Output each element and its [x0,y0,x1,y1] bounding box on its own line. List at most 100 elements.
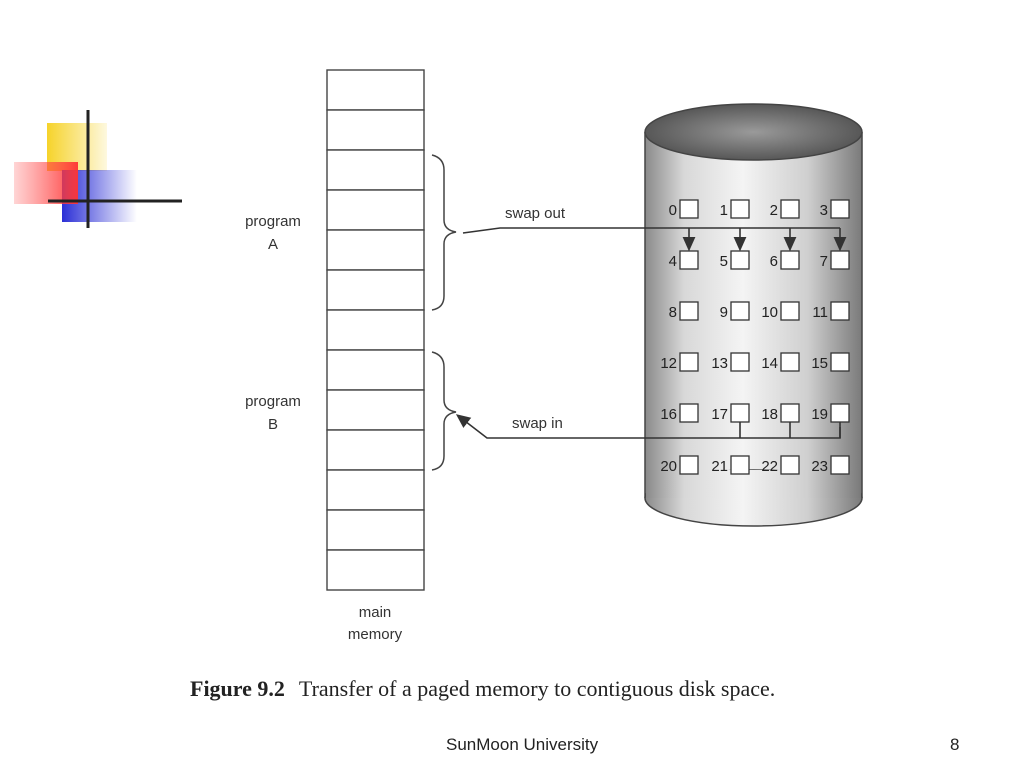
disk-block: 15 [811,352,850,372]
disk-block-box [780,199,800,219]
disk-block-box [830,455,850,475]
disk-block-number: 14 [761,355,778,372]
disk-block: 10 [761,301,800,321]
disk-block-box [679,301,699,321]
disk-block-box [679,352,699,372]
disk-block-number: 19 [811,406,828,423]
disk-block-number: 13 [711,355,728,372]
page-number: 8 [950,735,960,754]
memory-frame [326,189,425,231]
disk-block: 8 [669,301,699,321]
footer-institution: SunMoon University [446,735,599,754]
disk-block-box [780,403,800,423]
disk-block-box [830,199,850,219]
swap-out-drop-arrows [682,228,847,252]
disk-block-number: 5 [720,253,728,270]
disk-block: 13 [711,352,750,372]
disk-block: 11 [812,301,850,321]
memory-frame [326,69,425,111]
disk-block-number: 9 [720,304,728,321]
disk-block-number: 0 [669,202,677,219]
disk-block: 21 [711,455,750,475]
memory-frame [326,429,425,471]
disk-block-number: 6 [770,253,778,270]
memory-frame [326,549,425,591]
disk-block-box [730,352,750,372]
disk-block-box [730,403,750,423]
memory-frame [326,269,425,311]
disk-block-number: 7 [820,253,828,270]
disk-block: 0 [669,199,699,219]
disk-block-box [679,199,699,219]
disk-block-box [730,250,750,270]
swap-out-label: swap out [505,205,566,222]
program-a-label: program [245,213,301,230]
program-b-label: program [245,393,301,410]
figure-caption: Figure 9.2 Transfer of a paged memory to … [190,676,950,702]
memory-frame [326,389,425,431]
program-a-letter: A [268,236,278,253]
disk-block-box [780,352,800,372]
disk-block-number: 1 [720,202,728,219]
disk-block-number: 16 [660,406,677,423]
figure-caption-text: Transfer of a paged memory to contiguous… [298,676,776,701]
disk-block-number: 17 [711,406,728,423]
figure-number: Figure 9.2 [190,676,285,701]
memory-frame [326,469,425,511]
disk-block: 23 [811,455,850,475]
disk-block-number: 10 [761,304,778,321]
disk-block-number: 15 [811,355,828,372]
disk-block-box [830,301,850,321]
disk-block: 12 [660,352,699,372]
disk-cylinder [644,103,863,527]
swap-in-label: swap in [512,415,563,432]
disk-block-box [679,250,699,270]
disk-block: 19 [811,403,850,423]
memory-frame [326,229,425,271]
disk-block-box [730,301,750,321]
disk-block: 22 [761,455,800,475]
main-memory-label: main [359,604,392,621]
swap-out-arrow [462,227,840,234]
disk-block-box [830,403,850,423]
disk-block-number: 23 [811,458,828,475]
program-b-brace [431,351,457,471]
disk-block-number: 8 [669,304,677,321]
disk-block: 4 [669,250,699,270]
disk-block: 7 [820,250,850,270]
program-a-brace [431,154,457,311]
disk-block-box [830,250,850,270]
disk-block-number: 12 [660,355,677,372]
disk-block-number: 21 [711,458,728,475]
disk-block-number: 20 [660,458,677,475]
disk-block: 6 [770,250,800,270]
decorative-logo-icon [14,110,182,228]
disk-block-number: 4 [669,253,677,270]
disk-block-number: 3 [820,202,828,219]
memory-frame [326,149,425,191]
disk-block-box [730,455,750,475]
disk-block-box [679,455,699,475]
disk-block-number: 18 [761,406,778,423]
disk-block: 2 [770,199,800,219]
main-memory-column [326,69,425,591]
disk-block-box [780,250,800,270]
memory-frame [326,509,425,551]
disk-block: 1 [720,199,750,219]
disk-block-number: 2 [770,202,778,219]
main-memory-label-2: memory [348,626,403,643]
memory-frame [326,349,425,391]
disk-block: 5 [720,250,750,270]
disk-block: 20 [660,455,699,475]
disk-block: 3 [820,199,850,219]
disk-block-number: 22 [761,458,778,475]
swap-in-connectors [739,422,841,438]
memory-frame [326,309,425,351]
disk-block-number: 11 [812,304,828,321]
disk-block: 9 [720,301,750,321]
disk-block-box [780,455,800,475]
disk-block-box [730,199,750,219]
